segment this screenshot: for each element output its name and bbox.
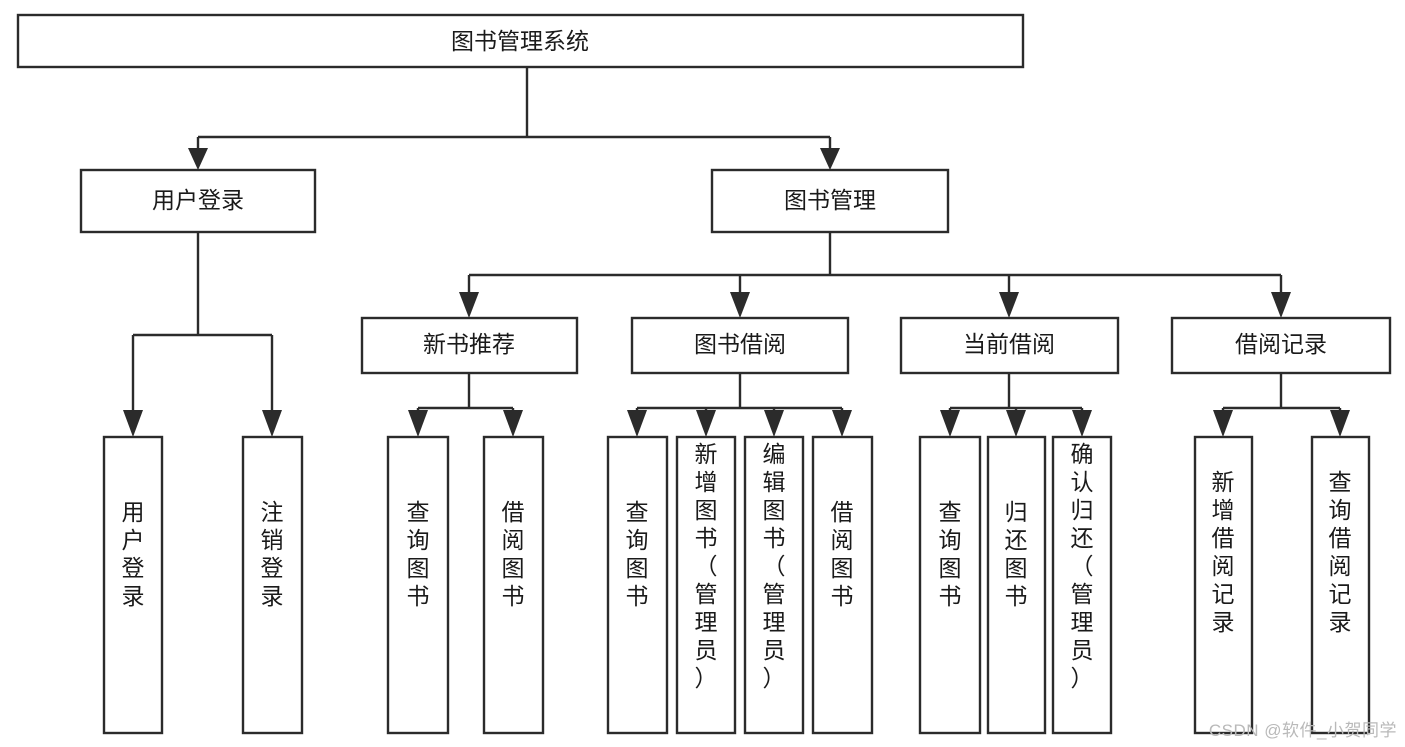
- node-current-borrow-rect[interactable]: [899, 316, 1120, 375]
- leaf-borrow-lend-label: 借阅图书: [831, 499, 854, 609]
- leaf-borrow-query-book[interactable]: 查询图书: [606, 435, 669, 735]
- connector-group-book-manage: [459, 232, 1291, 318]
- node-book-manage-label: 图书管理: [784, 187, 876, 213]
- node-current-borrow-label: 当前借阅: [963, 331, 1055, 357]
- arrow-head-user-login: [188, 148, 208, 170]
- arrow-head-current-borrow: [999, 292, 1019, 318]
- arrow-head-borrow-record: [1271, 292, 1291, 318]
- arrow-head-current-confirm: [1072, 410, 1092, 437]
- leaf-user-login-label: 用户登录: [122, 499, 145, 609]
- node-book-borrow-label: 图书借阅: [694, 331, 786, 357]
- arrow-head-leaf-user-login: [123, 410, 143, 437]
- leaf-borrow-add-rect[interactable]: [675, 435, 737, 735]
- leaf-record-query-rect[interactable]: [1310, 435, 1371, 735]
- leaf-newbook-borrow-book[interactable]: 借阅图书: [482, 435, 545, 735]
- leaf-borrow-edit-book[interactable]: 编辑图书（管理员）: [743, 435, 805, 735]
- leaf-newbook-query-label: 查询图书: [407, 499, 430, 609]
- arrow-head-borrow-edit: [764, 410, 784, 437]
- leaf-current-query-label: 查询图书: [939, 499, 962, 609]
- leaf-record-add[interactable]: 新增借阅记录: [1193, 435, 1254, 735]
- node-book-manage-rect[interactable]: [710, 168, 950, 234]
- leaf-record-query[interactable]: 查询借阅记录: [1310, 435, 1371, 735]
- node-new-book-recommend[interactable]: 新书推荐: [360, 316, 579, 375]
- node-user-login-label: 用户登录: [152, 187, 244, 213]
- leaf-current-query-book[interactable]: 查询图书: [918, 435, 982, 735]
- leaf-logout[interactable]: 注销登录: [241, 435, 304, 735]
- node-current-borrow[interactable]: 当前借阅: [899, 316, 1120, 375]
- leaf-user-login[interactable]: 用户登录: [102, 435, 164, 735]
- connector-group-root: [188, 67, 840, 170]
- connector-group-borrow-record: [1213, 373, 1350, 437]
- leaf-newbook-borrow-label: 借阅图书: [502, 499, 525, 609]
- leaf-newbook-borrow-rect[interactable]: [482, 435, 545, 735]
- node-root[interactable]: 图书管理系统: [16, 13, 1025, 69]
- leaf-logout-rect[interactable]: [241, 435, 304, 735]
- node-new-book-rect[interactable]: [360, 316, 579, 375]
- leaf-record-add-rect[interactable]: [1193, 435, 1254, 735]
- connector-group-book-borrow: [627, 373, 852, 437]
- node-borrow-record-label: 借阅记录: [1235, 331, 1327, 357]
- leaf-borrow-edit-rect[interactable]: [743, 435, 805, 735]
- leaf-borrow-add-label: 新增图书（管理员）: [695, 441, 718, 691]
- leaf-newbook-query-book[interactable]: 查询图书: [386, 435, 450, 735]
- node-root-rect[interactable]: [16, 13, 1025, 69]
- node-borrow-record-rect[interactable]: [1170, 316, 1392, 375]
- arrow-head-current-return: [1006, 410, 1026, 437]
- leaf-current-return-rect[interactable]: [986, 435, 1047, 735]
- connector-group-current-borrow: [940, 373, 1092, 437]
- arrow-head-record-query: [1330, 410, 1350, 437]
- leaf-current-confirm-rect[interactable]: [1051, 435, 1113, 735]
- leaf-current-return-book[interactable]: 归还图书: [986, 435, 1047, 735]
- leaf-borrow-lend-book[interactable]: 借阅图书: [811, 435, 874, 735]
- leaf-user-login-rect[interactable]: [102, 435, 164, 735]
- arrow-head-new-book: [459, 292, 479, 318]
- leaf-borrow-query-rect[interactable]: [606, 435, 669, 735]
- leaf-record-add-label: 新增借阅记录: [1212, 469, 1235, 635]
- leaf-newbook-query-rect[interactable]: [386, 435, 450, 735]
- node-root-label: 图书管理系统: [451, 28, 589, 54]
- connector-group-user-login: [123, 232, 282, 437]
- node-user-login-rect[interactable]: [79, 168, 317, 234]
- leaf-current-confirm-label: 确认归还（管理员）: [1071, 441, 1094, 691]
- leaf-borrow-add-book[interactable]: 新增图书（管理员）: [675, 435, 737, 735]
- arrow-head-borrow-lend: [832, 410, 852, 437]
- connector-group-new-book: [408, 373, 523, 437]
- arrow-head-borrow-add: [696, 410, 716, 437]
- leaf-current-confirm-return[interactable]: 确认归还（管理员）: [1051, 435, 1113, 735]
- node-borrow-record[interactable]: 借阅记录: [1170, 316, 1392, 375]
- arrow-head-record-add: [1213, 410, 1233, 437]
- arrow-head-leaf-logout: [262, 410, 282, 437]
- arrow-head-book-manage: [820, 148, 840, 170]
- arrow-head-borrow-query: [627, 410, 647, 437]
- node-new-book-label: 新书推荐: [423, 331, 515, 357]
- leaf-borrow-query-label: 查询图书: [626, 499, 649, 609]
- leaf-logout-label: 注销登录: [261, 499, 284, 609]
- arrow-head-newbook-borrow: [503, 410, 523, 437]
- leaf-borrow-edit-label: 编辑图书（管理员）: [763, 441, 786, 691]
- node-book-borrow[interactable]: 图书借阅: [630, 316, 850, 375]
- node-book-manage[interactable]: 图书管理: [710, 168, 950, 234]
- arrow-head-current-query: [940, 410, 960, 437]
- leaf-current-query-rect[interactable]: [918, 435, 982, 735]
- leaf-current-return-label: 归还图书: [1005, 499, 1028, 609]
- arrow-head-newbook-query: [408, 410, 428, 437]
- node-book-borrow-rect[interactable]: [630, 316, 850, 375]
- leaf-borrow-lend-rect[interactable]: [811, 435, 874, 735]
- arrow-head-book-borrow: [730, 292, 750, 318]
- leaf-record-query-label: 查询借阅记录: [1329, 469, 1352, 635]
- node-user-login[interactable]: 用户登录: [79, 168, 317, 234]
